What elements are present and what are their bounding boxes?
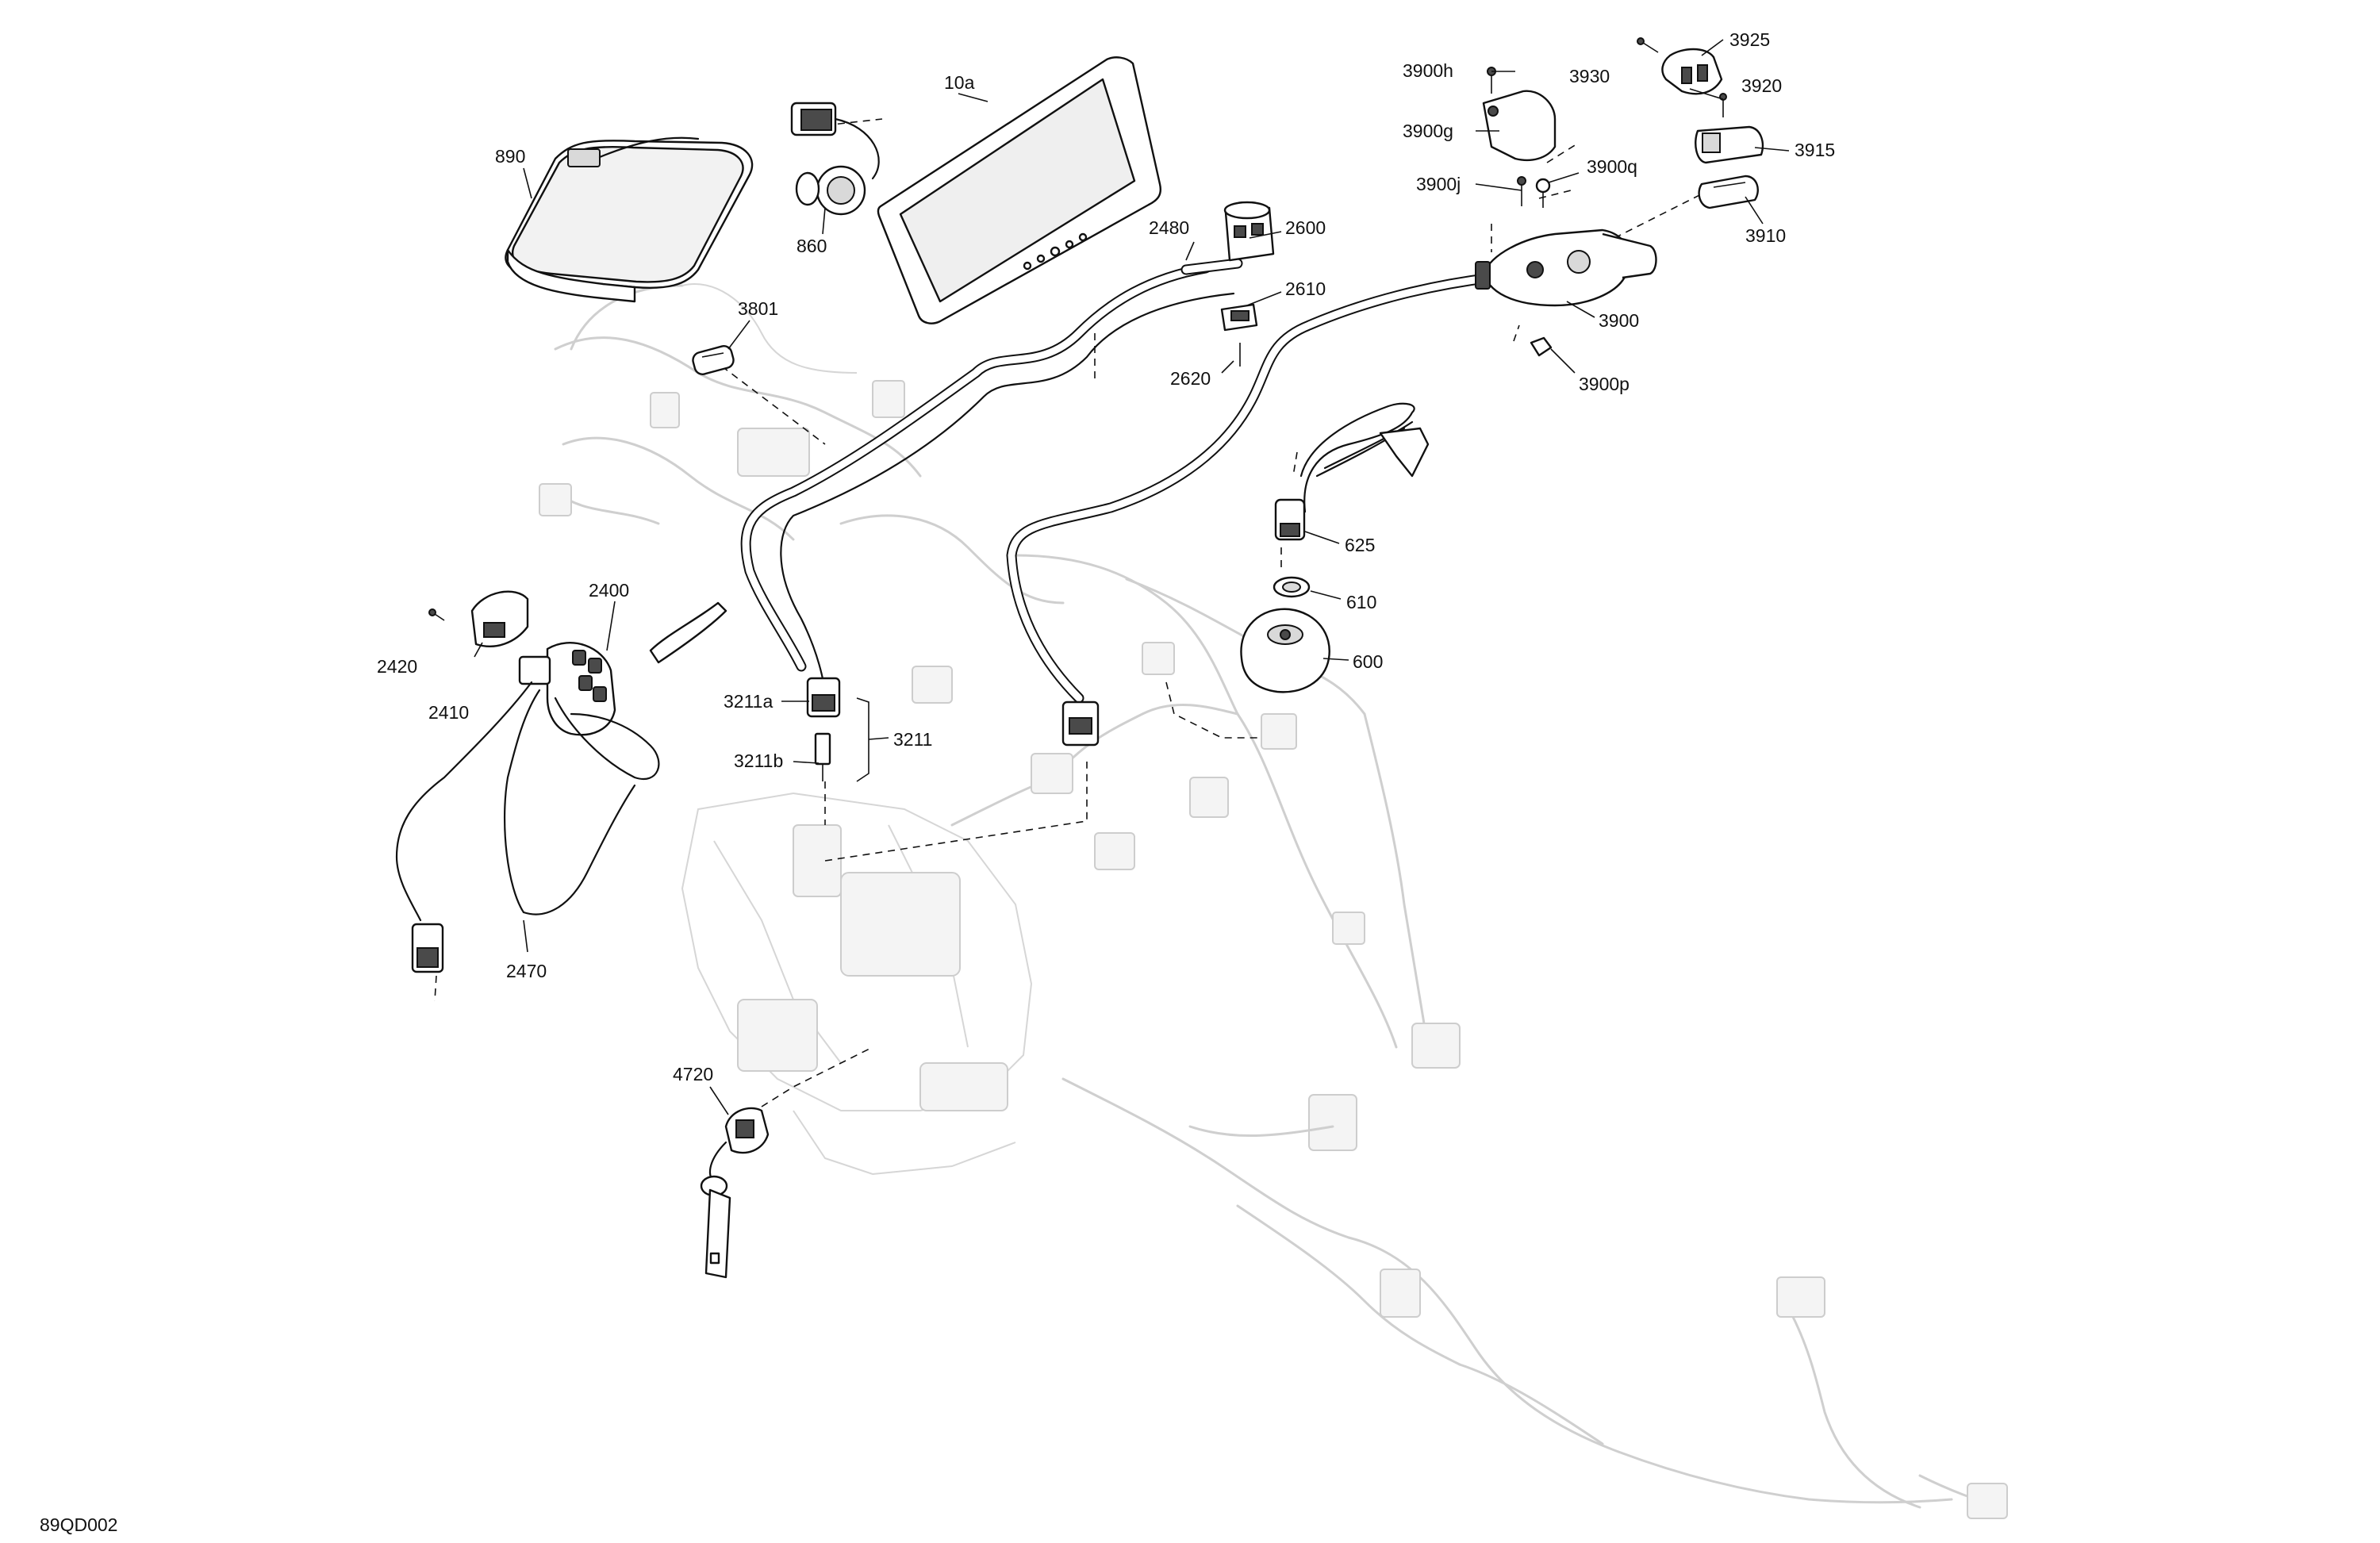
callout-3915: 3915 xyxy=(1795,140,1835,160)
part-860-socket xyxy=(790,102,880,216)
callout-2420: 2420 xyxy=(377,656,417,677)
diagram-code: 89QD002 xyxy=(40,1514,117,1535)
callout-2470: 2470 xyxy=(506,961,547,981)
part-4720-tag xyxy=(700,1107,770,1279)
callout-3900j: 3900j xyxy=(1416,174,1461,194)
callout-2610: 2610 xyxy=(1285,278,1326,299)
part-10a-display xyxy=(877,56,1161,324)
callout-3900g: 3900g xyxy=(1403,121,1453,141)
callout-3900p: 3900p xyxy=(1579,374,1630,394)
callout-3920: 3920 xyxy=(1741,75,1782,96)
callout-3925: 3925 xyxy=(1729,29,1770,50)
callout-4720: 4720 xyxy=(673,1064,713,1084)
callout-860: 860 xyxy=(797,236,827,256)
part-2600-switch xyxy=(1220,201,1275,367)
callout-2620: 2620 xyxy=(1170,368,1211,389)
callout-3900h: 3900h xyxy=(1403,60,1453,81)
callout-2410: 2410 xyxy=(428,702,469,723)
callout-3211b: 3211b xyxy=(734,750,783,771)
callout-labels: 890 860 10a 2480 2600 2610 2620 3801 390… xyxy=(40,29,1835,1535)
callout-3801: 3801 xyxy=(738,298,778,319)
callout-2400: 2400 xyxy=(589,580,629,601)
part-890-module xyxy=(505,136,754,303)
callout-890: 890 xyxy=(495,146,525,167)
part-3801-clip xyxy=(692,345,735,375)
part-625-tether xyxy=(1240,402,1430,693)
callout-3900: 3900 xyxy=(1599,310,1639,331)
callout-625: 625 xyxy=(1345,535,1375,555)
callout-610: 610 xyxy=(1346,592,1376,612)
background-harness-ghost xyxy=(539,283,2008,1519)
callout-3930: 3930 xyxy=(1569,66,1610,86)
part-3211-connector xyxy=(806,677,1100,782)
main-cables xyxy=(740,258,1497,704)
callout-3211a: 3211a xyxy=(724,691,773,712)
callout-10a: 10a xyxy=(944,72,975,93)
callout-3900q: 3900q xyxy=(1587,156,1637,177)
callout-2600: 2600 xyxy=(1285,217,1326,238)
alignment-lines xyxy=(434,118,1722,1107)
leader-lines xyxy=(474,39,1790,1115)
callout-2480: 2480 xyxy=(1149,217,1189,238)
callout-3211: 3211 xyxy=(893,729,932,750)
callout-3910: 3910 xyxy=(1745,225,1786,246)
part-3900-switch-assembly xyxy=(1475,37,1764,357)
part-2400-left-switch xyxy=(395,590,727,973)
callout-600: 600 xyxy=(1353,651,1383,672)
